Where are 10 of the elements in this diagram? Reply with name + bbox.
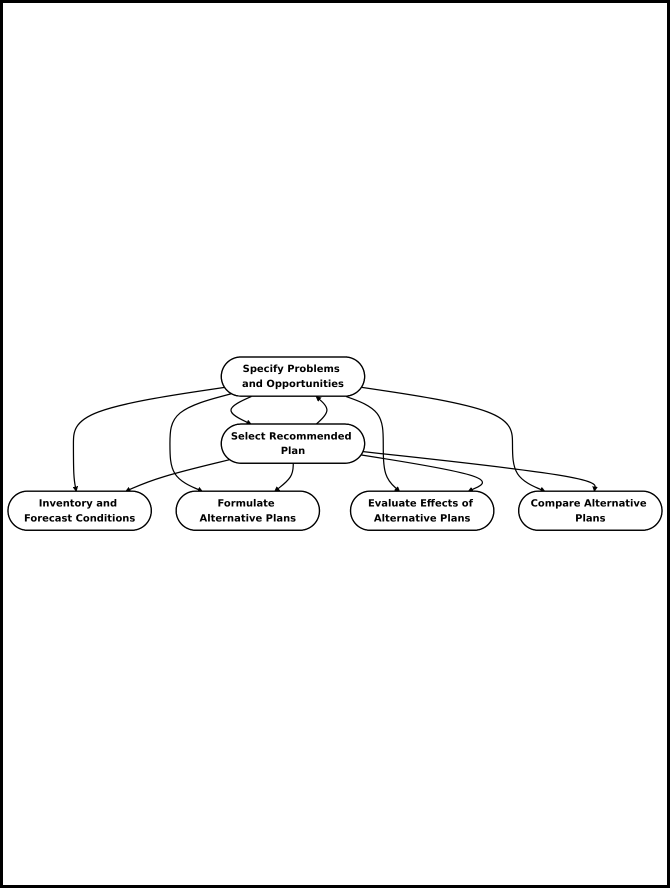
arrow bbox=[346, 396, 400, 492]
arrow bbox=[274, 464, 294, 492]
arrow bbox=[363, 451, 598, 492]
arrow bbox=[72, 387, 225, 492]
arrow bbox=[362, 387, 546, 492]
arrow bbox=[169, 394, 232, 492]
arrow bbox=[125, 459, 230, 492]
arrow bbox=[316, 396, 328, 426]
arrow bbox=[230, 396, 252, 426]
arrow bbox=[361, 454, 483, 492]
